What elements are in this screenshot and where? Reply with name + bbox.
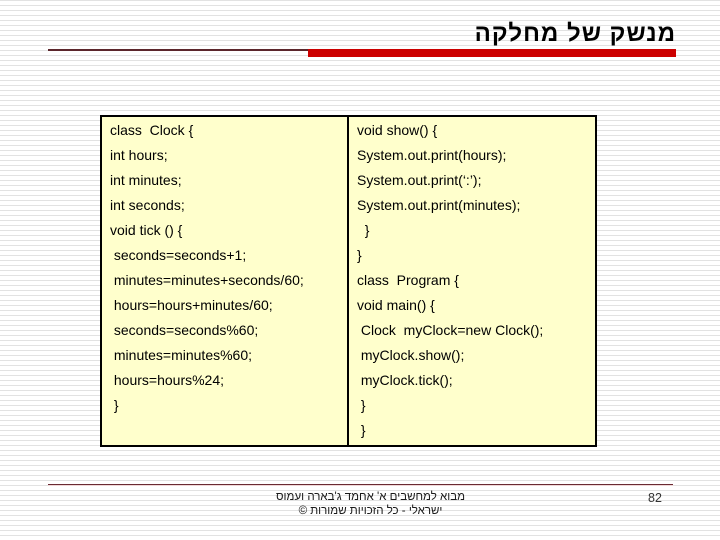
code-line: seconds=seconds+1;	[110, 247, 247, 263]
title-thin-rule-line	[48, 49, 310, 51]
code-line: int hours;	[110, 147, 168, 163]
code-line: myClock.tick();	[357, 372, 453, 388]
code-line: }	[357, 397, 366, 413]
code-line: hours=hours+minutes/60;	[110, 297, 273, 313]
code-line: }	[357, 422, 366, 438]
footer-rule-line	[48, 484, 673, 485]
code-line: hours=hours%24;	[110, 372, 225, 388]
code-line: void main() {	[357, 297, 435, 313]
code-line: System.out.print(hours);	[357, 147, 507, 163]
code-table: class Clock { int hours; int minutes; in…	[100, 115, 597, 447]
page-number: 82	[648, 491, 662, 505]
footer-line-2: ישראלי - כל הזכויות שמורות ©	[298, 505, 443, 517]
code-line: minutes=minutes%60;	[110, 347, 253, 363]
code-line: void tick () {	[110, 222, 183, 238]
code-line: class Clock {	[110, 122, 194, 138]
slide-title: מנשק של מחלקה	[474, 20, 676, 47]
code-line: Clock myClock=new Clock();	[357, 322, 544, 338]
code-line: minutes=minutes+seconds/60;	[110, 272, 304, 288]
footer-line-1: מבוא למחשבים א' אחמד ג'בארה ועמוס	[276, 491, 465, 503]
code-line: int seconds;	[110, 197, 185, 213]
code-line: seconds=seconds%60;	[110, 322, 259, 338]
code-line: System.out.print(‘:’);	[357, 172, 482, 188]
code-line: class Program {	[357, 272, 459, 288]
code-line: }	[110, 397, 119, 413]
code-line: System.out.print(minutes);	[357, 197, 521, 213]
code-table-left-cell: class Clock { int hours; int minutes; in…	[102, 117, 349, 445]
code-line: int minutes;	[110, 172, 182, 188]
title-underline-bar	[308, 49, 676, 57]
code-table-right-cell: void show() { System.out.print(hours); S…	[349, 117, 595, 445]
code-line: }	[357, 247, 362, 263]
code-line: myClock.show();	[357, 347, 465, 363]
code-line: }	[357, 222, 370, 238]
footer-text: מבוא למחשבים א' אחמד ג'בארה ועמוס ישראלי…	[218, 490, 523, 518]
code-line: void show() {	[357, 122, 438, 138]
